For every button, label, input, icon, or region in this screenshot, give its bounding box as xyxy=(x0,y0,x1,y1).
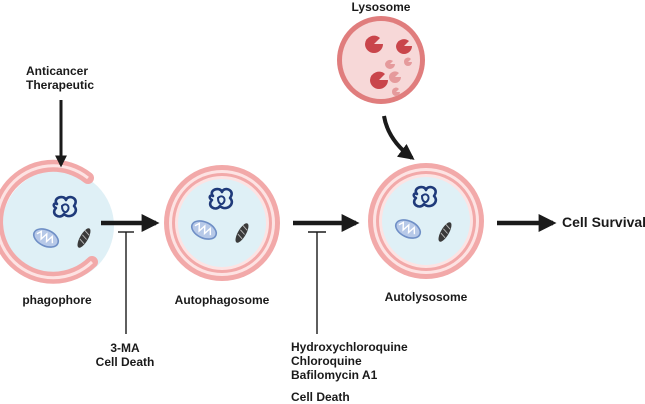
bafilomycin-label: Bafilomycin A1 xyxy=(291,368,378,382)
inhibitor-3ma-effect: Cell Death xyxy=(95,355,155,369)
autophagosome-organelle xyxy=(164,165,280,281)
inhibitor-list-effect: Cell Death xyxy=(291,390,350,404)
phagophore-label: phagophore xyxy=(22,293,92,307)
autolysosome-label: Autolysosome xyxy=(384,290,468,304)
inhibitor-3ma-name: 3-MA xyxy=(110,341,140,355)
cell-survival-label: Cell Survival xyxy=(562,214,645,230)
inhibition-bar-3ma xyxy=(118,231,134,334)
autophagosome-label: Autophagosome xyxy=(174,293,270,307)
lysosome-fusion-arrow xyxy=(382,115,415,160)
anticancer-line-2: Therapeutic xyxy=(26,78,95,92)
hydroxychloroquine-label: Hydroxychloroquine xyxy=(291,340,408,354)
anticancer-line-1: Anticancer xyxy=(26,64,89,78)
phagophore-organelle xyxy=(0,159,114,284)
enzyme-icon xyxy=(365,35,412,96)
chloroquine-label: Chloroquine xyxy=(291,354,362,368)
lysosome-organelle xyxy=(337,16,425,104)
lysosome-label: Lysosome xyxy=(351,0,411,14)
inhibition-bar-chloroquine xyxy=(308,231,326,334)
anticancer-label: Anticancer Therapeutic xyxy=(26,64,94,92)
autolysosome-organelle xyxy=(368,163,484,279)
inhibitor-3ma-label: 3-MA Cell Death xyxy=(80,341,170,369)
inhibitor-list-label: Hydroxychloroquine Chloroquine Bafilomyc… xyxy=(291,340,408,382)
